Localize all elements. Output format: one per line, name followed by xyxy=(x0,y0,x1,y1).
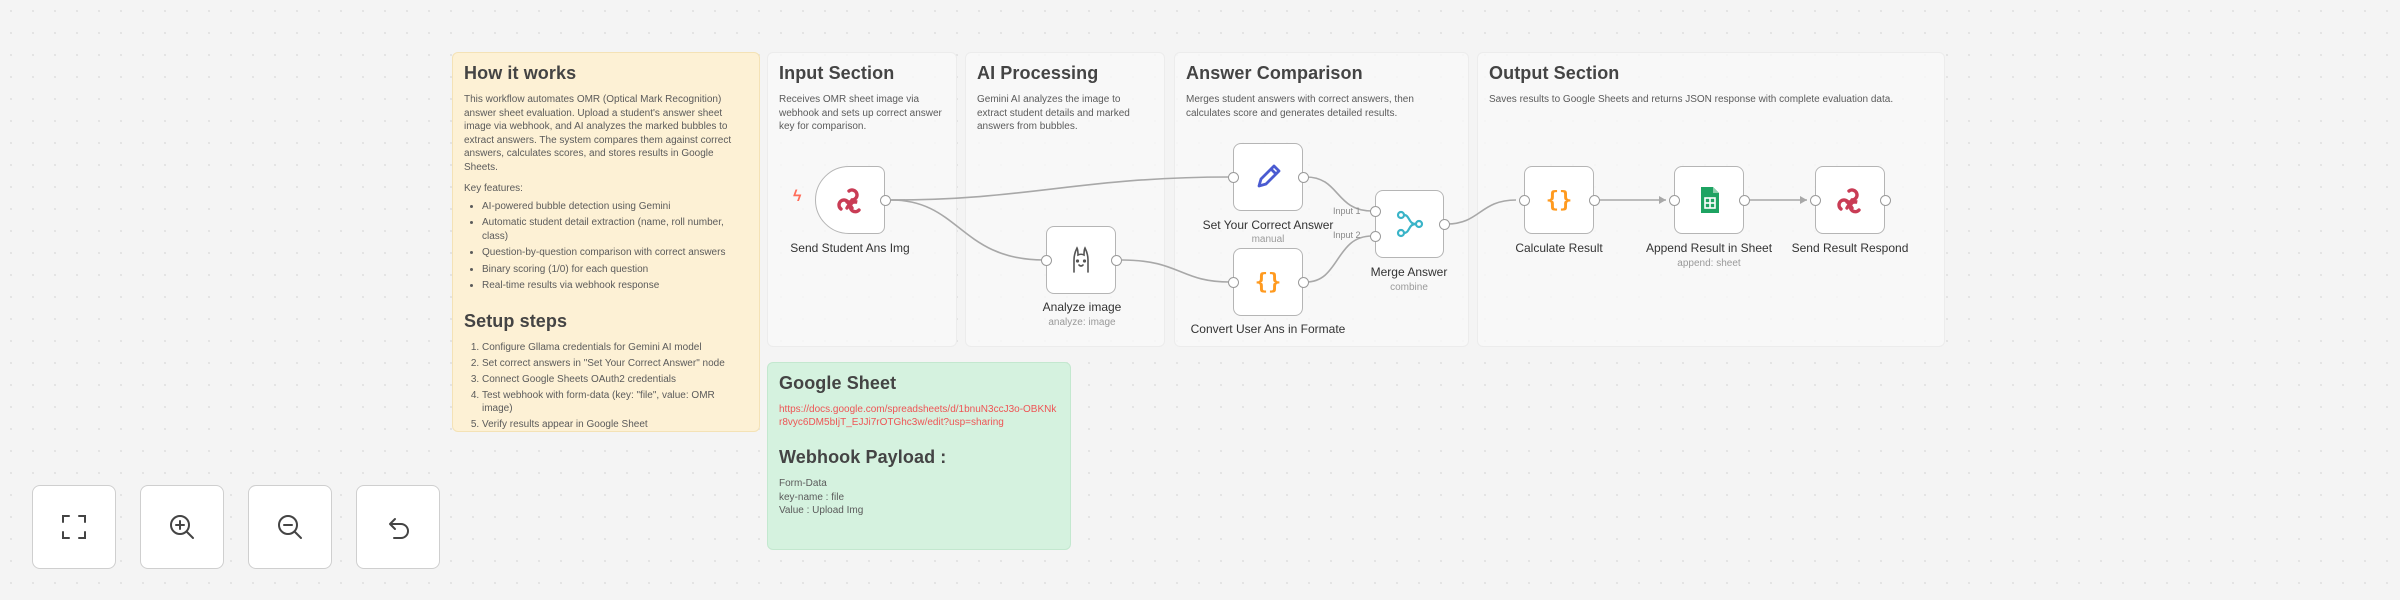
input-port-1[interactable] xyxy=(1369,206,1381,217)
input-port[interactable] xyxy=(1040,255,1052,266)
node-set-your-correct-answer[interactable] xyxy=(1227,143,1309,211)
input-port[interactable] xyxy=(1809,195,1821,206)
list-item: Binary scoring (1/0) for each question xyxy=(482,263,748,277)
list-item: Set correct answers in "Set Your Correct… xyxy=(482,357,748,371)
list-item: AI-powered bubble detection using Gemini xyxy=(482,200,748,214)
webhook-icon xyxy=(837,188,861,214)
payload-line: Value : Upload Img xyxy=(779,505,864,516)
list-item: Verify results appear in Google Sheet xyxy=(482,418,748,432)
output-port[interactable] xyxy=(1438,219,1450,230)
input-1-label: Input 1 xyxy=(1333,206,1361,216)
node-convert-user-ans[interactable]: {} xyxy=(1227,248,1309,316)
zoom-out-icon xyxy=(278,515,302,539)
input-port[interactable] xyxy=(1518,195,1530,206)
google-sheet-link[interactable]: https://docs.google.com/spreadsheets/d/1… xyxy=(779,404,1057,428)
list-item: Connect Google Sheets OAuth2 credentials xyxy=(482,373,748,387)
input-port[interactable] xyxy=(1227,277,1239,288)
list-item: Question-by-question comparison with cor… xyxy=(482,246,748,260)
fit-view-button[interactable] xyxy=(32,485,116,569)
code-braces-icon: {} xyxy=(1546,188,1573,213)
zoom-in-icon xyxy=(170,515,194,539)
list-item: Real-time results via webhook response xyxy=(482,279,748,293)
input-section-body: Receives OMR sheet image via webhook and… xyxy=(779,94,942,132)
output-section-body: Saves results to Google Sheets and retur… xyxy=(1489,94,1894,105)
output-port[interactable] xyxy=(1879,195,1891,206)
payload-line: key-name : file xyxy=(779,491,845,503)
output-port[interactable] xyxy=(879,195,891,206)
ollama-icon xyxy=(1073,246,1089,273)
merge-icon xyxy=(1396,210,1423,238)
svg-text:{}: {} xyxy=(1255,270,1282,295)
answer-comparison-body: Merges student answers with correct answ… xyxy=(1186,94,1414,119)
node-merge-answer[interactable] xyxy=(1369,190,1450,258)
node-title: Send Result Respond xyxy=(1791,241,1909,255)
list-item: Test webhook with form-data (key: "file"… xyxy=(482,389,748,416)
how-it-works-note[interactable]: How it works This workflow automates OMR… xyxy=(452,52,760,432)
node-title: Convert User Ans in Formate xyxy=(1190,322,1346,336)
key-features-label: Key features: xyxy=(464,183,523,194)
input-section-title: Input Section xyxy=(779,63,895,83)
output-port[interactable] xyxy=(1588,195,1600,206)
input-port[interactable] xyxy=(1227,172,1239,183)
ai-processing-title: AI Processing xyxy=(977,63,1099,83)
node-subtitle: append: sheet xyxy=(1677,258,1741,269)
output-section-title: Output Section xyxy=(1489,63,1620,83)
input-2-label: Input 2 xyxy=(1333,230,1361,240)
output-port[interactable] xyxy=(1297,277,1309,288)
fit-view-icon xyxy=(62,515,86,539)
ai-processing-body: Gemini AI analyzes the image to extract … xyxy=(977,94,1130,132)
google-sheets-icon xyxy=(1701,187,1719,213)
node-analyze-image[interactable] xyxy=(1040,226,1122,294)
key-features-list: AI-powered bubble detection using Gemini… xyxy=(482,200,748,293)
answer-comparison-title: Answer Comparison xyxy=(1186,63,1363,83)
setup-steps-list: Configure Gllama credentials for Gemini … xyxy=(482,341,748,432)
node-title: Analyze image xyxy=(1042,300,1122,314)
list-item: Configure Gllama credentials for Gemini … xyxy=(482,341,748,355)
node-title: Merge Answer xyxy=(1370,265,1448,279)
how-it-works-title: How it works xyxy=(464,63,577,83)
node-send-student-ans-img[interactable] xyxy=(815,166,891,234)
how-it-works-body: This workflow automates OMR (Optical Mar… xyxy=(464,94,732,173)
webhook-icon xyxy=(1837,188,1861,214)
reset-icon xyxy=(389,518,409,539)
svg-text:{}: {} xyxy=(1546,188,1573,213)
node-title: Set Your Correct Answer xyxy=(1202,218,1334,232)
input-port[interactable] xyxy=(1668,195,1680,206)
node-title: Send Student Ans Img xyxy=(790,241,910,255)
google-sheet-note[interactable]: Google Sheet https://docs.google.com/spr… xyxy=(767,362,1071,550)
node-send-result-respond[interactable] xyxy=(1809,166,1891,234)
code-braces-icon: {} xyxy=(1255,270,1282,295)
zoom-in-button[interactable] xyxy=(140,485,224,569)
setup-steps-title: Setup steps xyxy=(464,310,568,331)
node-append-result-in-sheet[interactable] xyxy=(1668,166,1750,234)
webhook-payload-title: Webhook Payload : xyxy=(779,447,947,467)
trigger-bolt-icon: ϟ xyxy=(793,188,802,205)
output-port[interactable] xyxy=(1110,255,1122,266)
list-item: Automatic student detail extraction (nam… xyxy=(482,216,748,243)
payload-line: Form-Data xyxy=(779,478,827,489)
node-subtitle: analyze: image xyxy=(1048,317,1116,328)
output-port[interactable] xyxy=(1297,172,1309,183)
node-calculate-result[interactable]: {} xyxy=(1518,166,1600,234)
node-subtitle: manual xyxy=(1251,234,1285,245)
node-title: Calculate Result xyxy=(1515,241,1603,255)
node-subtitle: combine xyxy=(1390,282,1428,293)
reset-zoom-button[interactable] xyxy=(356,485,440,569)
google-sheet-title: Google Sheet xyxy=(779,373,897,393)
node-title: Append Result in Sheet xyxy=(1645,241,1773,255)
output-port[interactable] xyxy=(1738,195,1750,206)
input-port-2[interactable] xyxy=(1369,231,1381,242)
pencil-icon xyxy=(1257,164,1281,188)
zoom-out-button[interactable] xyxy=(248,485,332,569)
